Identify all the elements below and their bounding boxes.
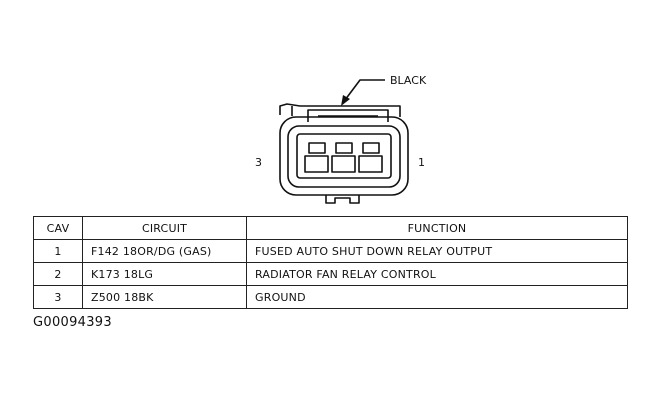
cavity-label-left: 3 <box>255 156 262 169</box>
connector-bottom-key <box>325 195 360 204</box>
figure-id: G00094393 <box>33 315 112 330</box>
table-row: 2 K173 18LG RADIATOR FAN RELAY CONTROL <box>33 262 628 286</box>
header-function: FUNCTION <box>246 216 628 240</box>
connector-outer-housing <box>279 116 409 196</box>
pinout-table: CAV CIRCUIT FUNCTION 1 F142 18OR/DG (GAS… <box>33 216 628 309</box>
cavity-3-top-slot <box>308 142 326 154</box>
connector-diagram: BLACK 3 1 <box>255 74 427 204</box>
cavity-number: 1 <box>33 239 83 263</box>
cavity-block <box>296 133 392 179</box>
cavity-3-bottom-slot <box>304 155 329 173</box>
black-callout: BLACK <box>341 74 427 106</box>
circuit-code: F142 18OR/DG (GAS) <box>82 239 247 263</box>
cavity-number: 3 <box>33 285 83 309</box>
circuit-function: FUSED AUTO SHUT DOWN RELAY OUTPUT <box>246 239 628 263</box>
callout-arrowhead <box>341 95 350 106</box>
cavity-label-right: 1 <box>418 156 425 169</box>
connector-inner-housing <box>287 125 401 188</box>
connector-color-label: BLACK <box>390 74 427 87</box>
header-cav: CAV <box>33 216 83 240</box>
cavity-number: 2 <box>33 262 83 286</box>
header-circuit: CIRCUIT <box>82 216 247 240</box>
cavity-2-top-slot <box>335 142 353 154</box>
table-row: 3 Z500 18BK GROUND <box>33 285 628 309</box>
circuit-code: K173 18LG <box>82 262 247 286</box>
connector-top-rail <box>279 103 401 117</box>
circuit-code: Z500 18BK <box>82 285 247 309</box>
circuit-function: RADIATOR FAN RELAY CONTROL <box>246 262 628 286</box>
circuit-function: GROUND <box>246 285 628 309</box>
connector-lock-tab <box>307 109 389 122</box>
connector-body <box>279 103 409 204</box>
callout-leader-line <box>344 79 385 101</box>
cavity-1-top-slot <box>362 142 380 154</box>
cavity-2-bottom-slot <box>331 155 356 173</box>
cavity-1-bottom-slot <box>358 155 383 173</box>
table-header-row: CAV CIRCUIT FUNCTION <box>33 216 628 240</box>
table-row: 1 F142 18OR/DG (GAS) FUSED AUTO SHUT DOW… <box>33 239 628 263</box>
